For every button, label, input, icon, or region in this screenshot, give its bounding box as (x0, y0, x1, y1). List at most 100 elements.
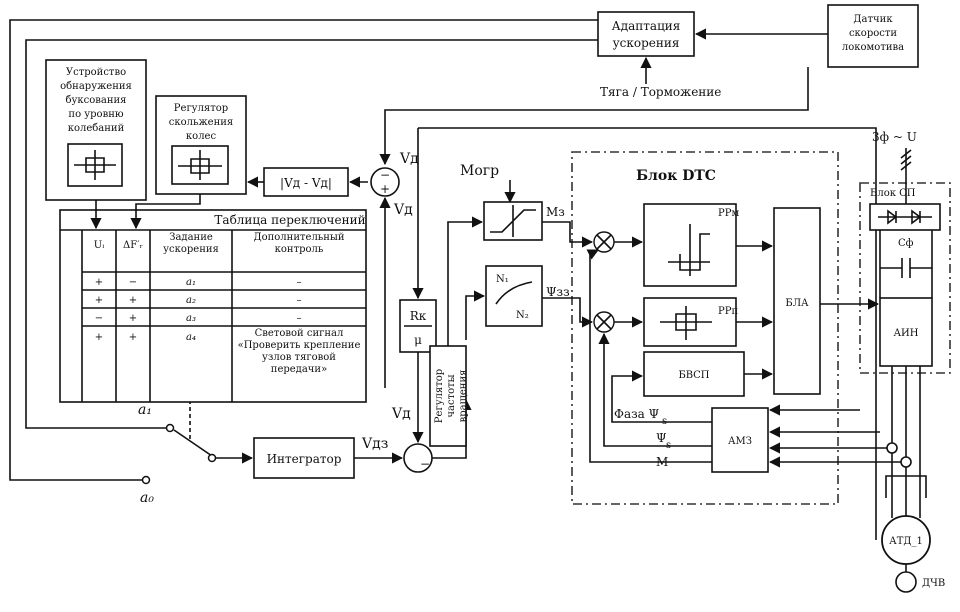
comparator-x-icon (596, 314, 612, 330)
sp-title: Блок СП (870, 188, 916, 199)
table-cell: + (95, 332, 103, 343)
speed-summing-junction (370, 167, 400, 197)
rrm-label: РРм (718, 208, 739, 219)
vd-top-label: Vд (399, 151, 419, 167)
table-header-extra-wrap: Дополнительный контроль (253, 232, 344, 255)
psi-to-comparator (542, 297, 594, 328)
table-header-ui: Uᵢ (94, 240, 104, 251)
table-cell: + (129, 295, 137, 306)
vdz-label: Vдз (361, 436, 388, 452)
table-cell: + (129, 313, 137, 324)
sum-top-minus: − (380, 168, 390, 182)
sensor-to-sum-top (379, 67, 809, 166)
integrator-block (253, 437, 355, 479)
a0-line (9, 19, 598, 481)
table-cell-signal-wrap: Световой сигнал «Проверить крепление узл… (237, 328, 361, 375)
table-cell: − (95, 313, 103, 324)
table-cell: – (297, 313, 302, 324)
rotation-freq-regulator-block (429, 345, 467, 447)
m-limit-label: Mогр (460, 163, 499, 179)
cf-label: Cф (898, 238, 914, 249)
n1-label: N₁ (496, 274, 509, 285)
freq-reg-l1: Регулятор (434, 369, 445, 423)
speed-difference-block (263, 167, 349, 197)
accel-adaptation-block (597, 11, 695, 57)
sector-block (643, 351, 745, 397)
freq-reg-to-limiter (447, 216, 484, 346)
slip-regulator-l1: Регулятор (174, 103, 228, 114)
a1-label: a₁ (138, 402, 152, 418)
selector-switch (173, 429, 213, 457)
slip-detector-l2: обнаружения (60, 81, 132, 92)
a0-terminal (141, 475, 151, 485)
rotation-freq-regulator-text: Регулятор частоты вращения (434, 369, 469, 423)
mu-label: μ (414, 333, 422, 347)
table-header-accel-wrap: Задание ускорения (163, 232, 219, 255)
table-cell: + (95, 295, 103, 306)
slip-regulator-l3: колес (186, 131, 217, 142)
hysteresis-icon (178, 150, 222, 180)
table-header-accel: Задание ускорения (163, 232, 219, 255)
ain-label: АИН (893, 328, 918, 339)
amz-m-to-comparator (586, 249, 712, 463)
amz-phase-to-bvsp (611, 370, 712, 423)
atd-label: АТД_1 (889, 536, 923, 547)
vd-mid-label: Vд (393, 202, 413, 218)
table-cell: a₃ (186, 313, 196, 324)
a1-terminal (165, 423, 175, 433)
comparator-x-icon (596, 234, 612, 250)
speed-difference-label: |Vд - Vд| (280, 176, 332, 190)
switching-table (59, 209, 367, 403)
n2-label: N₂ (516, 310, 529, 321)
table-cell: + (95, 277, 103, 288)
phase-psi-label: Фаза Ψ (614, 407, 660, 421)
bla-label: БЛА (785, 298, 809, 309)
slip-detector-l3: буксования (65, 95, 126, 106)
table-cell: – (297, 295, 302, 306)
accel-adaptation-line2: ускорения (613, 36, 680, 50)
sp-group-border (859, 182, 951, 374)
accel-adaptation-line1: Адаптация (612, 19, 681, 33)
amz-psi-to-comparator (598, 332, 712, 447)
bvsp-label: БВСП (678, 370, 709, 381)
slip-detector-l5: колебаний (68, 123, 125, 134)
vd-bottom-label: Vд (391, 406, 411, 422)
speed-sensor-line1: Датчик (853, 14, 893, 25)
speed-sensor-line2: скорости (849, 28, 897, 39)
two-level-hysteresis-icon (660, 306, 712, 340)
slip-detector-l4: по уровню (68, 109, 123, 120)
speed-sensor-line3: локомотива (842, 42, 904, 53)
sum-top-plus: + (380, 182, 390, 196)
table-cell: a₁ (186, 277, 196, 288)
current-sensor (900, 456, 912, 468)
table-cell: – (297, 277, 302, 288)
table-cell: a₄ (186, 332, 196, 343)
a1-line (25, 39, 598, 429)
regulator-to-table (130, 194, 201, 230)
switch-pivot (207, 453, 217, 463)
saturation-icon (490, 205, 536, 237)
freq-reg-l3: вращения (458, 370, 469, 423)
three-level-hysteresis-icon (668, 224, 710, 276)
rrp-label: РРп (718, 306, 738, 317)
psi-z-label: Ψзз (546, 285, 570, 299)
inverter-block (879, 297, 933, 367)
switching-logic-block (773, 207, 821, 395)
flux-curve-block (485, 265, 543, 327)
table-cell: + (129, 332, 137, 343)
psi-label: Ψ (656, 431, 667, 445)
table-cell-signal: Световой сигнал «Проверить крепление узл… (237, 328, 361, 375)
slip-regulator-l2: скольжения (169, 117, 233, 128)
three-phase-label: 3ф ~ U (872, 130, 917, 144)
a0-label: a₀ (140, 490, 154, 506)
hysteresis-icon (74, 150, 116, 180)
capacitor-icon (880, 258, 932, 278)
dchv-label: ДЧВ (922, 578, 945, 589)
freq-reg-l2: частоты (446, 374, 457, 417)
three-phase-icon (900, 149, 912, 171)
integrator-label: Интегратор (267, 452, 342, 466)
m3-to-comparator (542, 221, 594, 248)
motor-model-block (711, 407, 769, 473)
